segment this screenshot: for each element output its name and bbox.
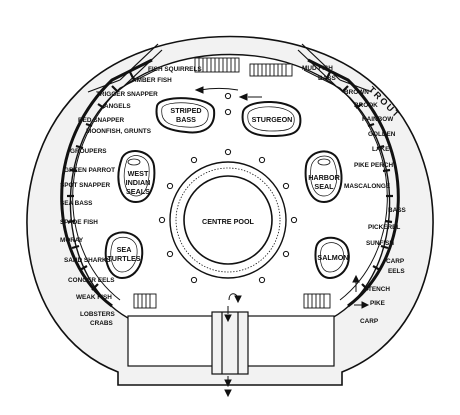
- right-label-14: TENCH: [368, 286, 390, 293]
- left-label-9: SEA BASS: [60, 200, 93, 207]
- right-tank-labels: MUD FISH BASS BROWN BROOK RAINBOW GOLDEN…: [302, 65, 406, 325]
- left-label-7: GREEN PARROT: [64, 167, 115, 174]
- harbor-seal-line-1: HARBOR: [308, 173, 340, 182]
- left-label-10: SPADE FISH: [60, 219, 98, 226]
- left-label-8: SPOT SNAPPER: [60, 182, 110, 189]
- left-label-16: CRABS: [90, 320, 113, 327]
- right-label-10: PICKEREL: [368, 224, 400, 231]
- left-tank-dividers: [67, 71, 135, 291]
- right-tank-dividers: [325, 71, 393, 291]
- right-label-0: MUD FISH: [302, 65, 333, 72]
- left-label-12: SAND SHARKS: [64, 257, 112, 264]
- columns: [158, 92, 298, 284]
- bottom-stairs: [133, 293, 331, 309]
- striped-bass-line-2: BASS: [176, 115, 196, 124]
- right-label-3: BROOK: [354, 102, 378, 109]
- sea-turtles-line-2: TURTLES: [107, 254, 140, 263]
- right-label-13: EELS: [388, 268, 405, 275]
- right-label-1: BASS: [318, 75, 336, 82]
- right-label-11: SUNFISH: [366, 240, 394, 247]
- left-label-15: LOBSTERS: [80, 311, 116, 318]
- sturgeon-label: STURGEON: [252, 115, 293, 124]
- circulation-arrows: [194, 86, 370, 398]
- left-label-0: FISH SQUIRRELS: [148, 66, 202, 73]
- right-label-15: PIKE: [370, 300, 386, 307]
- left-label-4: RED SNAPPER: [78, 117, 125, 124]
- pool-west-indian-seals: [117, 150, 156, 204]
- top-stairs: [194, 57, 293, 77]
- right-label-5: GOLDEN: [368, 131, 396, 138]
- left-tank-rim: [60, 58, 153, 308]
- harbor-seal-line-2: SEAL: [314, 182, 334, 191]
- sea-turtles-line-1: SEA: [117, 245, 132, 254]
- striped-bass-line-1: STRIPED: [170, 106, 201, 115]
- right-label-8: MASCALONGE: [344, 183, 391, 190]
- right-label-7: PIKE PERCH: [354, 162, 393, 169]
- west-indian-seals-line-2: INDIAN: [126, 178, 151, 187]
- corner-wall-right: [297, 43, 373, 93]
- entrance-block: [127, 311, 335, 375]
- pool-striped-bass: [155, 97, 216, 134]
- right-label-6: LAKE: [372, 146, 390, 153]
- left-label-13: CONGER EELS: [68, 277, 115, 284]
- salmon-label: SALMON: [317, 253, 348, 262]
- left-label-2: TRIGGER SNAPPER: [96, 91, 158, 98]
- right-label-2: BROWN: [344, 89, 369, 96]
- left-label-6: GROUPERS: [70, 148, 107, 155]
- left-label-11: MORAY: [60, 237, 84, 244]
- pool-sea-turtles: [104, 231, 144, 280]
- left-tank-labels: FISH SQUIRRELS AMBER FISH TRIGGER SNAPPE…: [60, 66, 202, 327]
- right-label-4: RAINBOW: [362, 116, 394, 123]
- west-indian-seals-line-1: WEST: [128, 169, 149, 178]
- pool-sturgeon: [241, 101, 302, 138]
- pool-harbor-seal: [304, 150, 343, 204]
- centre-pool: [169, 161, 287, 279]
- pool-labels: STRIPED BASS STURGEON WEST INDIAN SEALS …: [107, 106, 348, 263]
- pool-salmon: [314, 236, 350, 280]
- corner-wall-left: [87, 43, 163, 93]
- left-label-5: MOONFISH, GRUNTS: [86, 128, 152, 135]
- right-label-16: CARP: [360, 318, 379, 325]
- centre-pool-label: CENTRE POOL: [202, 217, 255, 226]
- right-tank-rim: [307, 58, 400, 308]
- right-label-12: CARP: [386, 258, 405, 265]
- left-label-14: WEAK FISH: [76, 294, 112, 301]
- left-label-3: ANGELS: [104, 103, 131, 110]
- left-label-1: AMBER FISH: [132, 77, 172, 84]
- right-label-9: BASS: [388, 207, 406, 214]
- west-indian-seals-line-3: SEALS: [126, 187, 150, 196]
